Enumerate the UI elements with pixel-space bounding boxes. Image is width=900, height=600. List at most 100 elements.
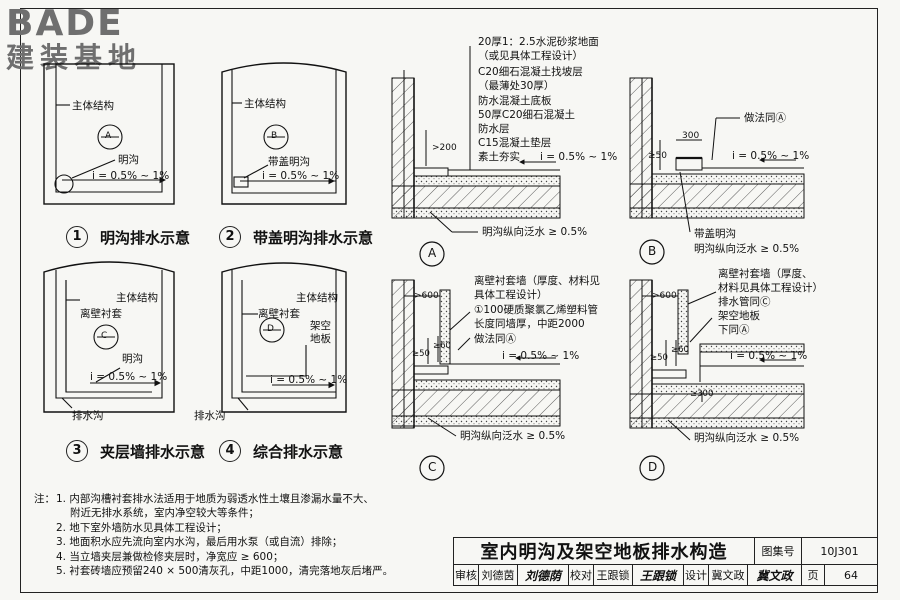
d-slope: i = 0.5% ~ 1% <box>730 350 808 362</box>
d-liner-note: 离壁衬套墙（厚度、 <box>718 268 813 280</box>
page-number: 64 <box>824 564 878 586</box>
c-same-as: 做法同Ⓐ <box>474 333 516 345</box>
detail-2-diagram <box>221 62 347 205</box>
note-2: 2. 地下室外墙防水见具体工程设计； <box>56 521 227 534</box>
d4-caption: 综合排水示意 <box>253 443 344 461</box>
d1-slope: i = 0.5% ~ 1% <box>92 170 170 182</box>
check-signature: 王跟锁 <box>632 564 684 586</box>
section-d <box>629 279 805 441</box>
b-covered-ditch: 带盖明沟 <box>694 228 736 240</box>
d1-number: 1 <box>66 226 88 248</box>
d4-mark: D <box>267 324 274 334</box>
c-label: C <box>428 460 437 474</box>
d3-drain-label: 排水沟 <box>72 410 104 422</box>
d3-open-ditch-label: 明沟 <box>122 353 143 365</box>
review-label: 审核 <box>453 564 479 586</box>
a-dim: >200 <box>432 143 457 153</box>
b-bottom-note: 明沟纵向泛水 ≥ 0.5% <box>694 243 800 255</box>
design-signature: 冀文政 <box>747 564 802 586</box>
d2-caption: 带盖明沟排水示意 <box>253 229 374 247</box>
d2-mark: B <box>271 131 278 141</box>
d4-main-structure-label: 主体结构 <box>296 292 338 304</box>
note-5: 5. 衬套砖墙应预留240 × 500清灰孔，中距1000，清完落地灰后堵严。 <box>56 565 394 578</box>
a-slope: i = 0.5% ~ 1% <box>540 151 618 163</box>
detail-4-diagram <box>221 262 347 413</box>
d2-covered-ditch-label: 带盖明沟 <box>268 156 310 168</box>
d-dim-h2: ≥60 <box>671 345 689 355</box>
a-layer-3: C20细石混凝土找坡层 <box>478 66 583 78</box>
page-label: 页 <box>801 564 825 586</box>
general-notes: 注：1. 内部沟槽衬套排水法适用于地质为弱透水性土壤且渗漏水量不大、 附近无排水… <box>34 492 393 578</box>
a-layer-5: 防水混凝土底板 <box>478 95 552 107</box>
c-liner-note-2: 具体工程设计） <box>474 289 548 301</box>
a-label: A <box>428 246 437 260</box>
c-pipe-note-2: 长度同墙厚，中距2000 <box>474 318 585 330</box>
b-same-as: 做法同Ⓐ <box>744 112 786 124</box>
d4-number: 4 <box>219 440 241 462</box>
bubble-b <box>639 239 665 265</box>
d-liner-note-2: 材料见具体工程设计） <box>718 282 823 294</box>
check-label: 校对 <box>568 564 594 586</box>
c-dim-h1: ≥50 <box>412 349 430 359</box>
d-floor-note-2: 下同Ⓐ <box>718 324 750 336</box>
a-layer-7: 防水层 <box>478 123 510 135</box>
note-3: 3. 地面积水应先流向室内水沟，最后用水泵（或自流）排除； <box>56 536 343 549</box>
detail-1-diagram <box>43 63 175 205</box>
d4-drain-label: 排水沟 <box>194 410 226 422</box>
b-slope: i = 0.5% ~ 1% <box>732 150 810 162</box>
bade-logo: BADE 建装基地 <box>6 3 143 74</box>
a-bottom-note: 明沟纵向泛水 ≥ 0.5% <box>482 226 588 238</box>
review-signature: 刘德荫 <box>517 564 569 586</box>
section-c <box>391 279 561 437</box>
d4-raised-floor-label: 架空地板 <box>310 320 331 345</box>
d-dim-b: ≥300 <box>690 389 714 399</box>
a-layer-8: C15混凝土垫层 <box>478 137 552 149</box>
d1-open-ditch-label: 明沟 <box>118 154 139 166</box>
d3-slope: i = 0.5% ~ 1% <box>90 371 168 383</box>
c-pipe-note: ①100硬质聚氯乙烯塑料管 <box>474 304 598 316</box>
design-label: 设计 <box>683 564 709 586</box>
drawing-title: 室内明沟及架空地板排水构造 <box>453 537 755 565</box>
d4-slope: i = 0.5% ~ 1% <box>270 374 348 386</box>
d-dim-h1: ≥50 <box>650 353 668 363</box>
note-1-cont: 附近无排水系统，室内净空较大等条件； <box>70 507 259 520</box>
note-1: 1. 内部沟槽衬套排水法适用于地质为弱透水性土壤且渗漏水量不大、 <box>56 493 374 505</box>
section-b <box>629 77 805 233</box>
a-layer-9: 素土夯实 <box>478 151 520 163</box>
c-liner-note: 离壁衬套墙（厚度、材料见 <box>474 275 600 287</box>
c-slope: i = 0.5% ~ 1% <box>502 350 580 362</box>
c-dim: >600 <box>414 291 439 301</box>
a-layer-6: 50厚C20细石混凝土 <box>478 109 576 121</box>
bubble-d <box>639 455 665 481</box>
d3-number: 3 <box>66 440 88 462</box>
b-dim-h: ≥50 <box>648 151 667 161</box>
note-4: 4. 当立墙夹层兼做检修夹层时，净宽应 ≥ 600； <box>56 550 284 563</box>
d-dim: >600 <box>652 291 677 301</box>
review-name: 刘德茵 <box>478 564 518 586</box>
notes-label: 注： <box>34 493 55 505</box>
c-dim-h2: ≥60 <box>433 341 451 351</box>
c-bottom-note: 明沟纵向泛水 ≥ 0.5% <box>460 430 566 442</box>
d-label: D <box>648 460 658 474</box>
d2-main-structure-label: 主体结构 <box>244 98 286 110</box>
d-pipe-note: 排水管同Ⓒ <box>718 296 771 308</box>
d3-liner-label: 离壁衬套 <box>80 308 122 320</box>
d3-mark: C <box>101 331 108 341</box>
bubble-a <box>419 241 445 267</box>
a-layer-4: （最薄处30厚） <box>478 80 555 92</box>
d2-number: 2 <box>219 226 241 248</box>
check-name: 王跟锁 <box>593 564 633 586</box>
sheet-border <box>20 8 878 593</box>
d1-caption: 明沟排水示意 <box>100 229 191 247</box>
atlas-label: 图集号 <box>754 537 802 565</box>
d4-liner-label: 离壁衬套 <box>258 308 300 320</box>
detail-3-diagram <box>43 261 175 413</box>
d-floor-note: 架空地板 <box>718 310 760 322</box>
section-a <box>391 46 561 233</box>
b-dim-width: 300 <box>682 131 700 141</box>
a-layer-2: （或见具体工程设计） <box>478 50 583 62</box>
design-name: 冀文政 <box>708 564 748 586</box>
bubble-c <box>419 455 445 481</box>
